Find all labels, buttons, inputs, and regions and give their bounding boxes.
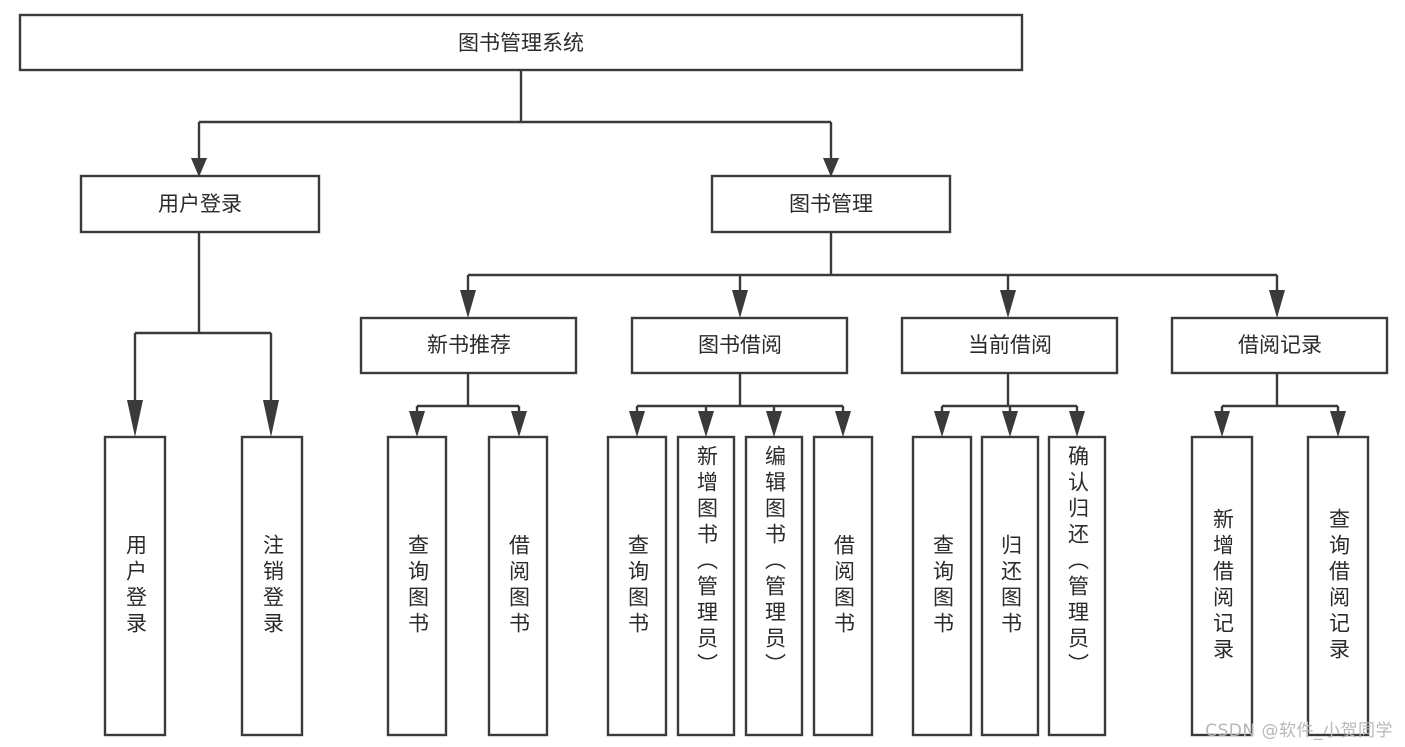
node-root-box[interactable]: [18, 13, 1024, 72]
arrow-to-leaf-confirm-return: [1069, 411, 1085, 437]
node-borrow-record-box[interactable]: [1170, 316, 1389, 375]
arrow-to-borrow-record: [1269, 290, 1285, 318]
node-book-borrow[interactable]: 图书借阅: [630, 316, 849, 375]
connector-group-new-book-recommend: [409, 373, 527, 437]
arrow-to-leaf-query-record: [1330, 411, 1346, 437]
node-root-label: 图书管理系统: [458, 31, 584, 55]
connector-group-user-login: [127, 232, 279, 437]
leaf-box-user-login[interactable]: [103, 435, 167, 737]
leaf-box-borrow-book-1[interactable]: [487, 435, 549, 737]
connector-group-current-borrow: [934, 373, 1085, 437]
connector-group-book-manage: [460, 232, 1285, 318]
node-user-login-box[interactable]: [79, 174, 321, 234]
node-user-login[interactable]: 用户登录: [79, 174, 321, 234]
leaf-box-query-record[interactable]: [1306, 435, 1370, 737]
arrow-to-leaf-edit-book: [766, 411, 782, 437]
leaf-box-return-book[interactable]: [980, 435, 1040, 737]
arrow-to-leaf-query-book-2: [629, 411, 645, 437]
node-book-borrow-box[interactable]: [630, 316, 849, 375]
leaf-box-edit-book[interactable]: [744, 435, 804, 737]
arrow-to-user-login: [191, 158, 207, 177]
arrow-to-leaf-borrow-book-1: [511, 411, 527, 437]
arrow-to-leaf-add-record: [1214, 411, 1230, 437]
node-new-book-recommend-label: 新书推荐: [427, 333, 511, 357]
node-new-book-recommend-box[interactable]: [359, 316, 578, 375]
node-book-borrow-label: 图书借阅: [698, 333, 782, 357]
node-current-borrow-label: 当前借阅: [968, 333, 1052, 357]
leaf-box-logout-login[interactable]: [240, 435, 304, 737]
arrow-to-book-manage: [823, 158, 839, 177]
node-book-manage-label: 图书管理: [789, 192, 873, 216]
leaf-box-query-book-2[interactable]: [606, 435, 668, 737]
node-root[interactable]: 图书管理系统: [18, 13, 1024, 72]
arrow-to-leaf-borrow-book-2: [835, 411, 851, 437]
connector-group-borrow-record: [1214, 373, 1346, 437]
node-book-manage-box[interactable]: [710, 174, 952, 234]
arrow-to-leaf-user-login: [127, 400, 143, 437]
arrow-to-leaf-logout-login: [263, 400, 279, 437]
node-borrow-record[interactable]: 借阅记录: [1170, 316, 1389, 375]
leaf-box-add-book[interactable]: [676, 435, 736, 737]
node-book-manage[interactable]: 图书管理: [710, 174, 952, 234]
leaf-box-query-book-1[interactable]: [386, 435, 448, 737]
arrow-to-book-borrow: [732, 290, 748, 318]
node-borrow-record-label: 借阅记录: [1238, 333, 1322, 357]
arrow-to-current-borrow: [1000, 290, 1016, 318]
node-new-book-recommend[interactable]: 新书推荐: [359, 316, 578, 375]
leaf-box-borrow-book-2[interactable]: [812, 435, 874, 737]
csdn-watermark: CSDN @软件_小贺同学: [1205, 721, 1393, 741]
leaf-box-confirm-return[interactable]: [1047, 435, 1107, 737]
arrow-to-leaf-query-book-1: [409, 411, 425, 437]
leaf-box-add-record[interactable]: [1190, 435, 1254, 737]
arrow-to-leaf-query-book-3: [934, 411, 950, 437]
node-user-login-label: 用户登录: [158, 192, 242, 216]
node-current-borrow-box[interactable]: [900, 316, 1119, 375]
arrow-to-leaf-add-book: [698, 411, 714, 437]
arrow-to-leaf-return-book: [1002, 411, 1018, 437]
connector-group-book-borrow: [629, 373, 851, 437]
node-current-borrow[interactable]: 当前借阅: [900, 316, 1119, 375]
leaf-box-query-book-3[interactable]: [911, 435, 973, 737]
arrow-to-new-book-recommend: [460, 290, 476, 318]
connector-group-root: [191, 70, 839, 177]
